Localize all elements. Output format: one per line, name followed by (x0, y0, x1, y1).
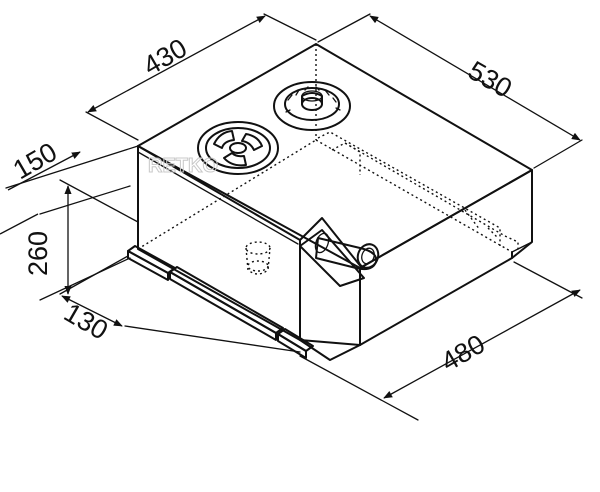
dimension-label-480: 480 (436, 329, 490, 378)
step-lower-edge (299, 267, 361, 346)
filler-cap (273, 81, 351, 131)
inspection-cover (197, 121, 279, 175)
dimension-label-430: 430 (138, 33, 192, 82)
mounting-rails (127, 245, 314, 359)
dimension-label-150: 150 (8, 137, 62, 186)
dimension-260: 260 (23, 179, 139, 295)
drain-plug (245, 241, 271, 275)
step-edge (299, 217, 363, 269)
hidden-edges (137, 44, 519, 253)
tank-right-face (359, 169, 533, 346)
outlet-pipe (299, 229, 380, 287)
dimension-label-130: 130 (59, 297, 113, 346)
step-base (299, 239, 361, 361)
dimension-530: 530 (317, 13, 583, 169)
dimension-label-530: 530 (463, 55, 517, 104)
watermark: RETKO (148, 155, 218, 177)
tank-body (137, 43, 533, 361)
dimension-label-260: 260 (23, 231, 53, 276)
